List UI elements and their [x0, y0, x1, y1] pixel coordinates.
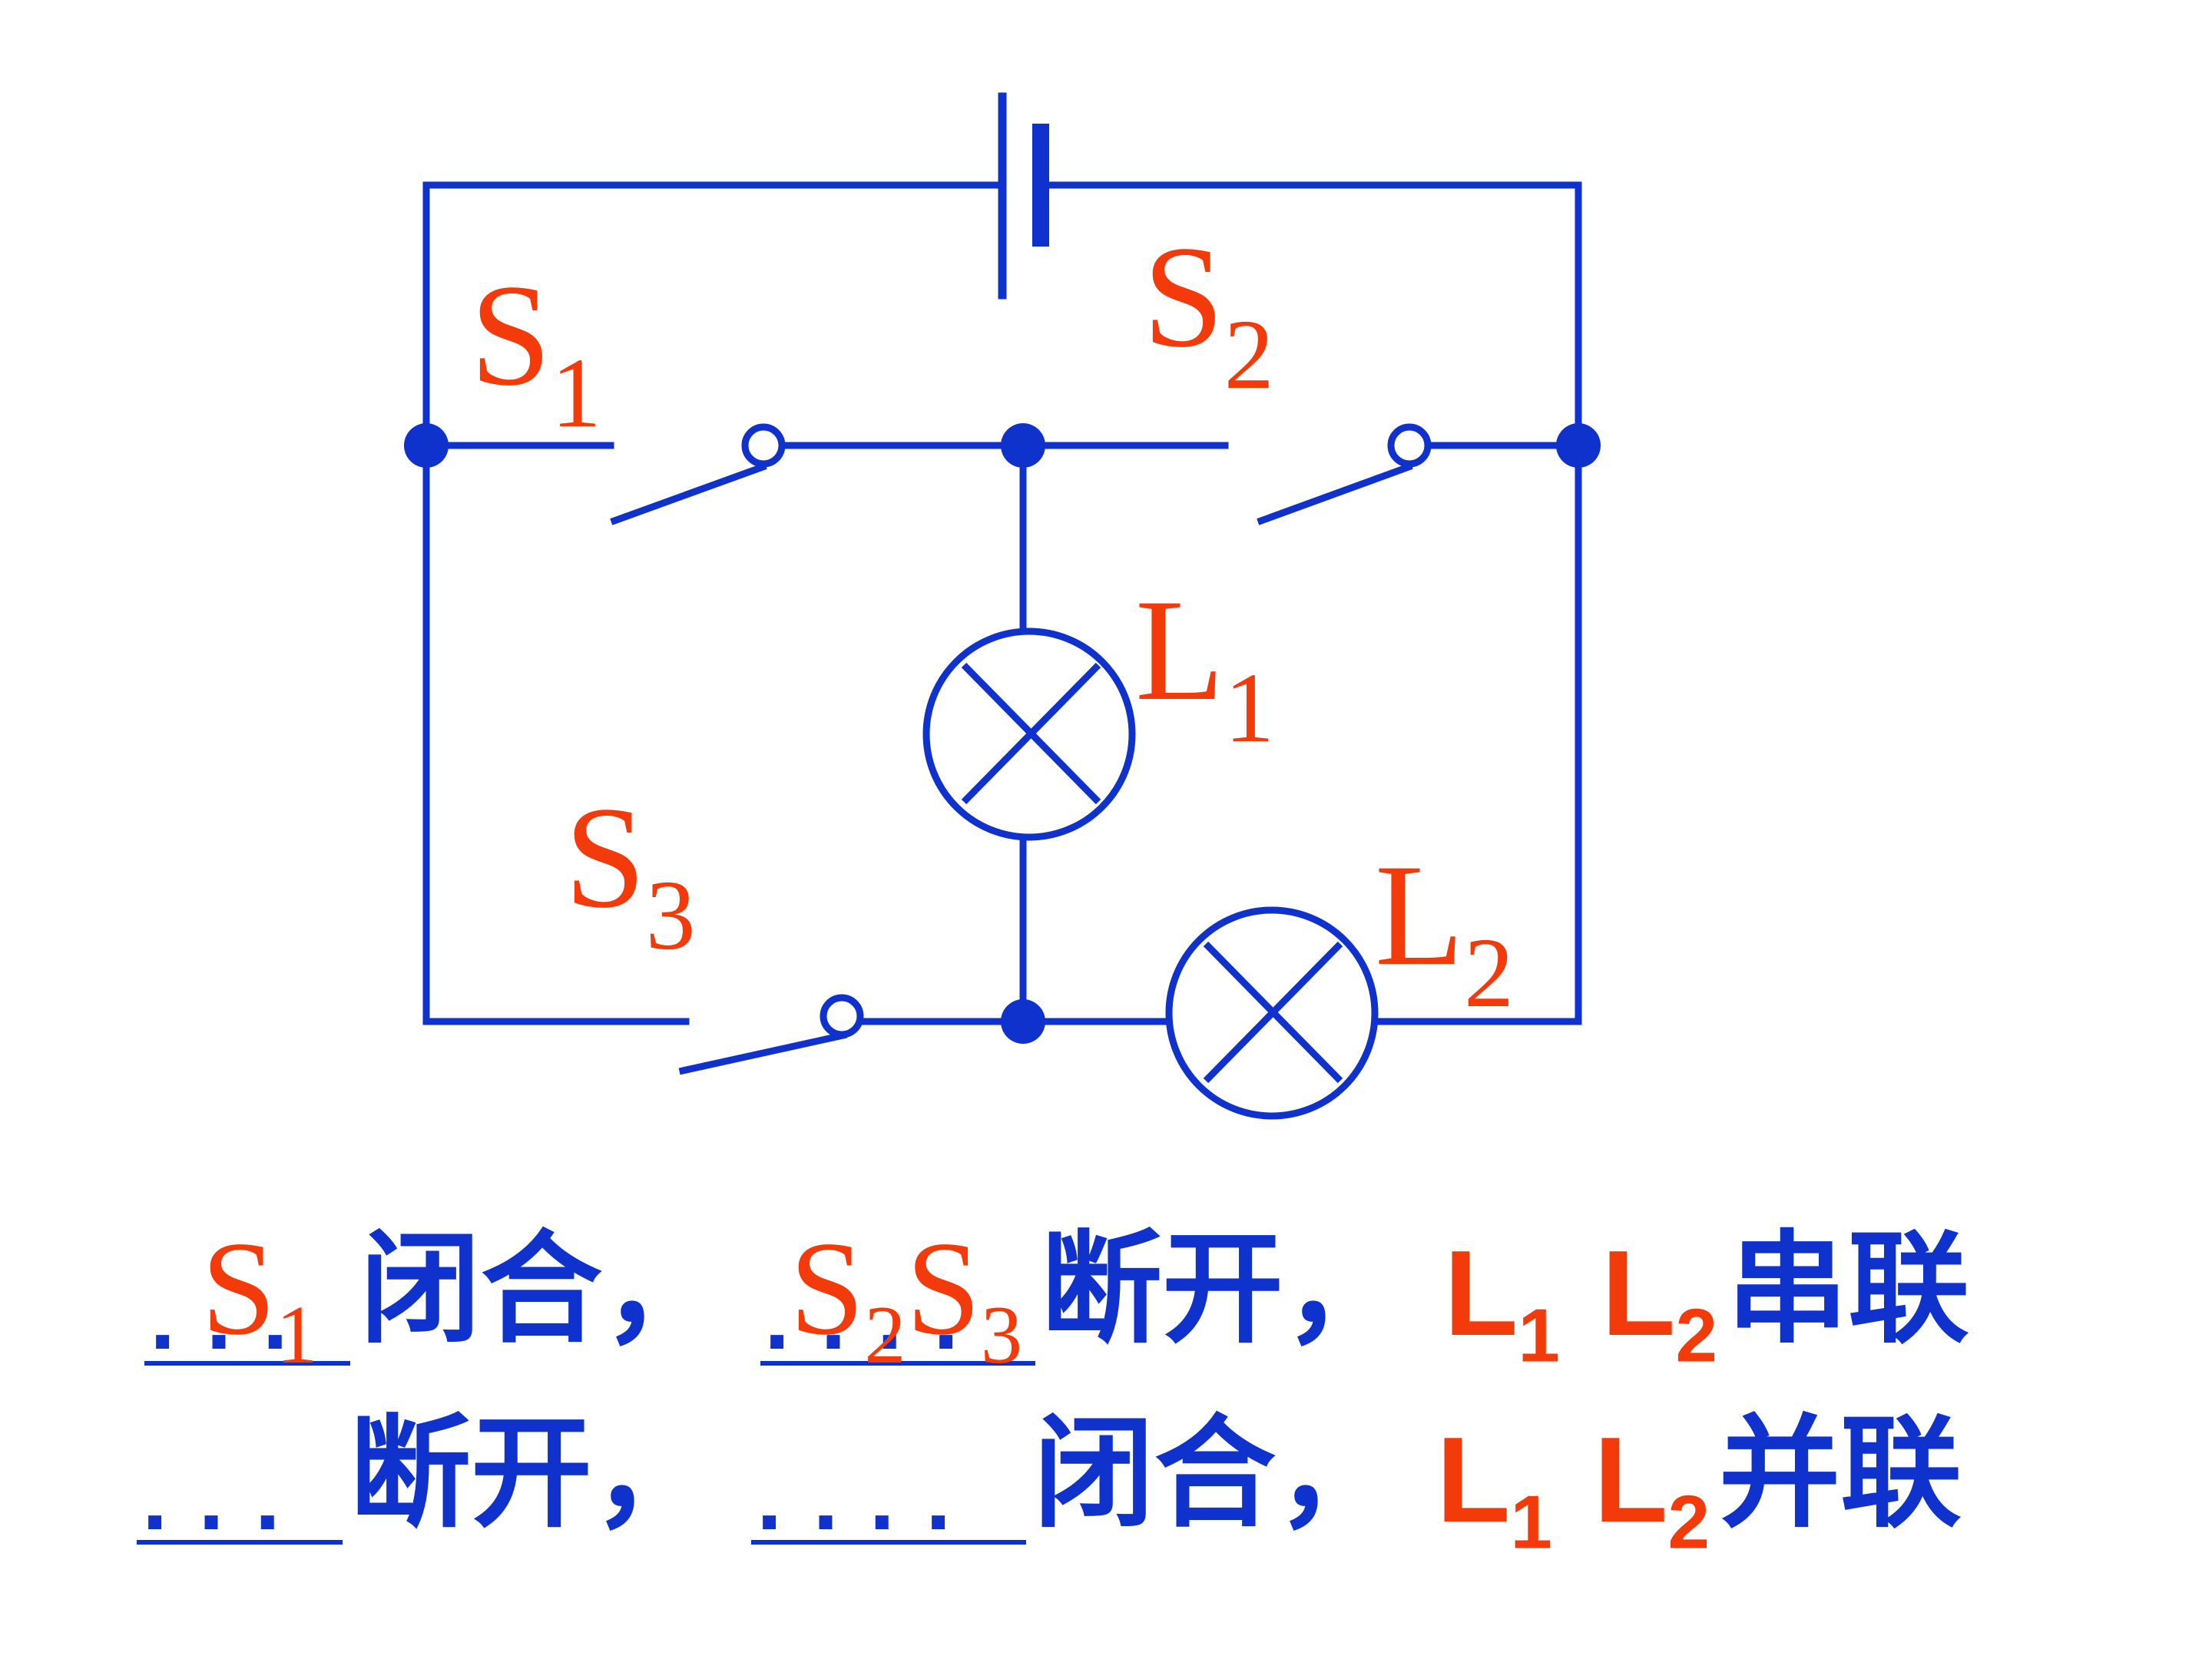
line-2-result-l2: L2 [1594, 1412, 1710, 1565]
line-1-result-l1: L1 [1444, 1226, 1560, 1378]
switch-s2-contact [1387, 423, 1432, 468]
blank-3-underline [137, 1540, 343, 1545]
line-1-word-1: 闭合， [359, 1222, 724, 1357]
line-1-result-l2: L2 [1601, 1226, 1717, 1378]
blank-2-answer: S2S3 [790, 1214, 1023, 1381]
blank-1-answer: S1 [201, 1214, 318, 1381]
line-2-word-2: 闭合， [1033, 1406, 1397, 1541]
blank-4-underline [751, 1540, 1026, 1545]
blank-4-dots: .... [757, 1446, 982, 1549]
blank-3-dots: ... [142, 1446, 312, 1549]
junction-center-bottom [1001, 999, 1045, 1044]
line-1-result-word: 串联 [1727, 1222, 1969, 1357]
blank-1-dots: ... [150, 1266, 320, 1369]
switch-s2-arm [1257, 462, 1413, 525]
switch-s1-arm [610, 462, 767, 525]
blank-1-underline [144, 1361, 350, 1366]
lamp-l2-icon [1165, 906, 1379, 1120]
switch-s3-arm [678, 1031, 848, 1075]
blank-2-underline [760, 1361, 1035, 1366]
blank-2-dots: .... [764, 1266, 990, 1369]
label-l1: L1 [1135, 570, 1274, 763]
lamp-l1-icon [922, 628, 1136, 841]
label-s3: S3 [565, 777, 696, 971]
junction-left [404, 423, 449, 468]
junction-right [1556, 423, 1601, 468]
label-l2: L2 [1375, 835, 1514, 1028]
label-s1: S1 [470, 255, 601, 449]
line-2-result-l1: L1 [1436, 1412, 1552, 1565]
line-2-result-word: 并联 [1719, 1406, 1962, 1541]
switch-s1-contact [741, 423, 786, 468]
line-2-word-1: 断开， [349, 1406, 714, 1541]
junction-center-top [1001, 423, 1045, 468]
switch-s3-contact [820, 994, 864, 1038]
label-s2: S2 [1143, 217, 1274, 410]
line-1-word-2: 断开， [1041, 1222, 1405, 1357]
